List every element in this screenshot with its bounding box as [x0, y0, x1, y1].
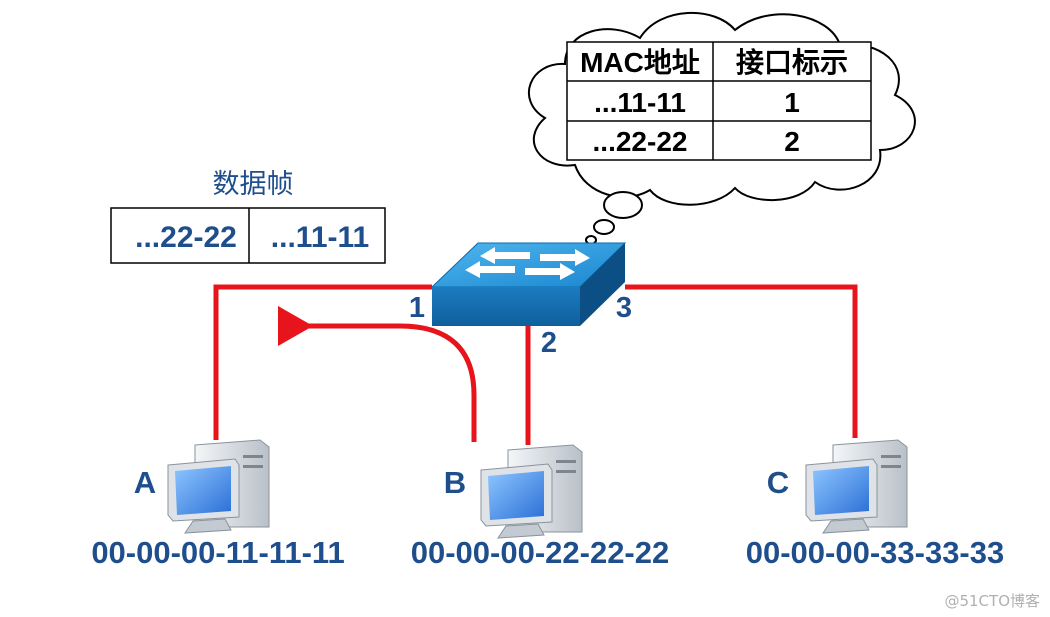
host-c-label: C: [767, 465, 789, 500]
host-a: [167, 439, 270, 534]
link-port3-host-c: [625, 284, 858, 438]
computer-icon: [167, 439, 270, 534]
host-a-mac: 00-00-00-11-11-11: [91, 535, 344, 570]
port-label-2: 2: [541, 327, 557, 359]
port-label-3: 3: [616, 292, 632, 324]
port-label-1: 1: [409, 292, 425, 324]
host-b: [480, 444, 583, 539]
frame-path-arrow: [278, 306, 477, 442]
mac-table-row-2-port: 2: [784, 126, 800, 157]
data-frame: 数据帧 ...22-22 ...11-11: [110, 169, 386, 264]
host-a-label: A: [134, 465, 156, 500]
mac-table-row-2-mac: ...22-22: [593, 126, 688, 157]
host-b-label: B: [444, 465, 466, 500]
host-b-mac: 00-00-00-22-22-22: [411, 535, 670, 570]
mac-table-row-1-port: 1: [784, 87, 800, 118]
host-c: [805, 439, 908, 534]
data-frame-dest-mac: ...22-22: [135, 221, 237, 254]
mac-table-row-1-mac: ...11-11: [594, 87, 686, 118]
data-frame-src-mac: ...11-11: [271, 221, 369, 254]
mac-table-header-port: 接口标示: [736, 47, 848, 78]
switch-icon: [430, 242, 627, 326]
network-links: [213, 284, 858, 445]
mac-table-header-mac: MAC地址: [580, 47, 700, 78]
host-c-mac: 00-00-00-33-33-33: [746, 535, 1005, 570]
watermark: @51CTO博客: [944, 592, 1040, 610]
computer-icon: [480, 444, 583, 539]
mac-table: MAC地址 接口标示 ...11-11 1 ...22-22 2: [566, 41, 872, 161]
data-frame-title: 数据帧: [213, 169, 294, 200]
link-port1-host-a: [213, 284, 432, 440]
computer-icon: [805, 439, 908, 534]
